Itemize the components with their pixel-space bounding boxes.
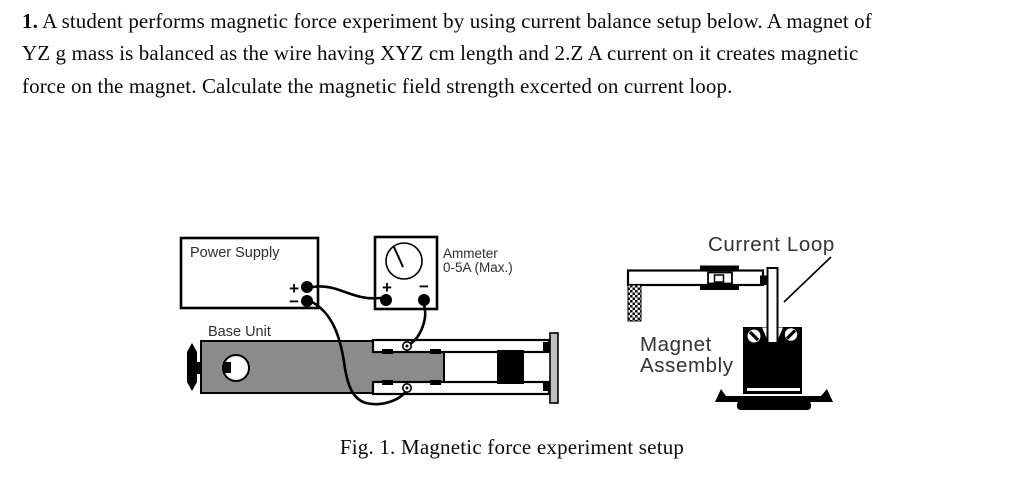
end-plate [549,332,559,404]
leveling-clamp-tab [195,362,203,374]
ammeter: + − Ammeter 0-5A (Max.) [373,235,513,311]
wire-supply-to-ammeter [311,285,382,300]
power-supply: Power Supply + − [179,236,320,311]
loop-connector [760,275,769,285]
supply-minus-terminal [301,295,313,307]
balance-pan [715,389,833,402]
power-supply-plus-sign: + [289,279,299,298]
problem-line-2: YZ g mass is balanced as the wire having… [22,41,859,66]
arm-clamp-screw [713,274,725,283]
base-unit: Base Unit [187,324,559,404]
wires [310,285,427,406]
problem-number: 1. [22,9,38,33]
figure-caption: Fig. 1. Magnetic force experiment setup [339,435,685,459]
arm-clamp-bottom [700,284,739,290]
support-arm [626,269,765,287]
current-loop-blade [766,267,779,344]
ammeter-dial [385,242,423,280]
base-unit-label: Base Unit [208,324,271,340]
ammeter-minus-sign: − [419,277,429,296]
magnet-pole-gap-line [747,388,800,391]
ammeter-minus-terminal [418,294,430,306]
terminals [301,281,430,393]
wire-supply-to-rail [310,300,408,406]
contact-clip [382,349,393,354]
current-loop-pointer-line [783,256,832,303]
problem-line-3: force on the magnet. Calculate the magne… [22,73,733,98]
problem-line-1-text: A student performs magnetic force experi… [37,9,872,33]
knob-notch [223,362,231,373]
leveling-clamp [187,343,197,391]
problem-statement: 1. A student performs magnetic force exp… [22,5,1017,102]
power-supply-minus-sign: − [289,292,299,311]
ammeter-plus-sign: + [382,278,392,297]
power-supply-label: Power Supply [190,245,280,261]
current-loop-assembly: Current Loop Magnet Assembly [626,233,835,410]
ammeter-needle [393,246,404,268]
ammeter-label: Ammeter [443,246,498,261]
contact-clip [430,380,441,385]
balance-pan-base [737,401,811,410]
counterweight-block [497,350,524,384]
problem-line-1: 1. A student performs magnetic force exp… [22,5,1017,37]
magnet-assembly-label-line1: Magnet [640,333,712,356]
magnet-assembly-label-line2: Assembly [640,354,734,377]
rail-end-connector [543,381,550,391]
arm-clamp-top [700,265,739,271]
current-loop-label: Current Loop [708,233,835,256]
supply-plus-terminal [301,281,313,293]
magnet-screw-right-slot [785,329,797,340]
wire-ammeter-to-rail [408,303,427,346]
hatched-mount [627,284,642,322]
current-loop-blade-tip [768,343,777,350]
magnet-screw-left-slot [748,330,760,342]
rail-end-connector [543,342,550,352]
rail-bottom-binding-post-dot [405,386,409,390]
contact-clip [430,349,441,354]
contact-clip [382,380,393,385]
power-supply-box [179,236,320,310]
ammeter-plus-terminal [380,294,392,306]
figure-diagram: Power Supply + − + − Ammeter 0-5A (Max.)… [179,233,835,410]
ammeter-range-label: 0-5A (Max.) [443,260,513,275]
rail-top-binding-post-dot [405,344,409,348]
